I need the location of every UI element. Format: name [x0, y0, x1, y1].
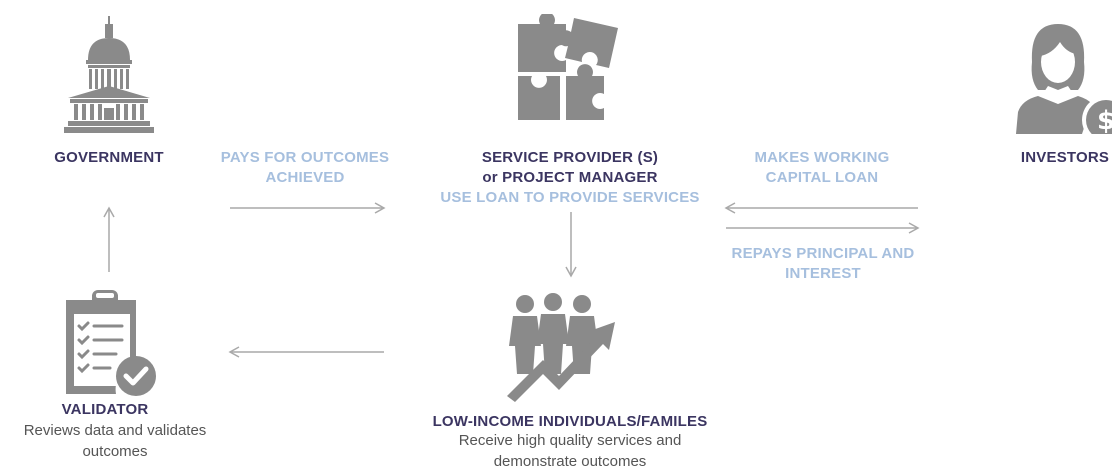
service-provider-title-line1: SERVICE PROVIDER (S): [481, 149, 659, 166]
svg-text:$: $: [1097, 106, 1112, 134]
pays-for-outcomes-line1: PAYS FOR OUTCOMES: [220, 149, 390, 166]
makes-working-capital-loan-line1: MAKES WORKING: [754, 149, 890, 166]
service-provider-title: SERVICE PROVIDER (S) or PROJECT MANAGER: [420, 148, 720, 188]
repays-principal-line1: REPAYS PRINCIPAL AND: [731, 245, 915, 262]
beneficiaries-title: LOW-INCOME INDIVIDUALS/FAMILES: [432, 413, 708, 430]
investor-person-dollar-icon: $: [1016, 24, 1112, 134]
validator-title: VALIDATOR: [61, 401, 149, 418]
investors-title: INVESTORS: [1020, 149, 1110, 166]
beneficiaries-desc-line1: Receive high quality services and: [458, 432, 682, 449]
capitol-building-icon: [64, 16, 154, 133]
pays-for-outcomes-label: PAYS FOR OUTCOMES ACHIEVED: [200, 148, 410, 188]
validator-desc-line1: Reviews data and validates: [23, 422, 207, 439]
makes-working-capital-loan-line2: CAPITAL LOAN: [765, 169, 879, 186]
clipboard-checklist-icon: [66, 290, 156, 396]
repays-principal-and-interest-label: REPAYS PRINCIPAL AND INTEREST: [708, 244, 938, 284]
validator-desc-line2: outcomes: [82, 443, 148, 460]
makes-working-capital-loan-label: MAKES WORKING CAPITAL LOAN: [722, 148, 922, 188]
puzzle-pieces-icon: [518, 14, 618, 120]
service-provider-title-line2: or PROJECT MANAGER: [482, 169, 658, 186]
beneficiaries-desc-line2: demonstrate outcomes: [493, 453, 647, 470]
validator-description: Reviews data and validates outcomes: [0, 420, 230, 462]
repays-principal-line2: INTEREST: [785, 265, 861, 282]
service-provider-subtitle: USE LOAN TO PROVIDE SERVICES: [440, 189, 700, 206]
pays-for-outcomes-line2: ACHIEVED: [265, 169, 345, 186]
beneficiaries-description: Receive high quality services and demons…: [400, 430, 740, 472]
government-title: GOVERNMENT: [54, 149, 164, 166]
people-growth-arrow-icon: [507, 293, 615, 402]
